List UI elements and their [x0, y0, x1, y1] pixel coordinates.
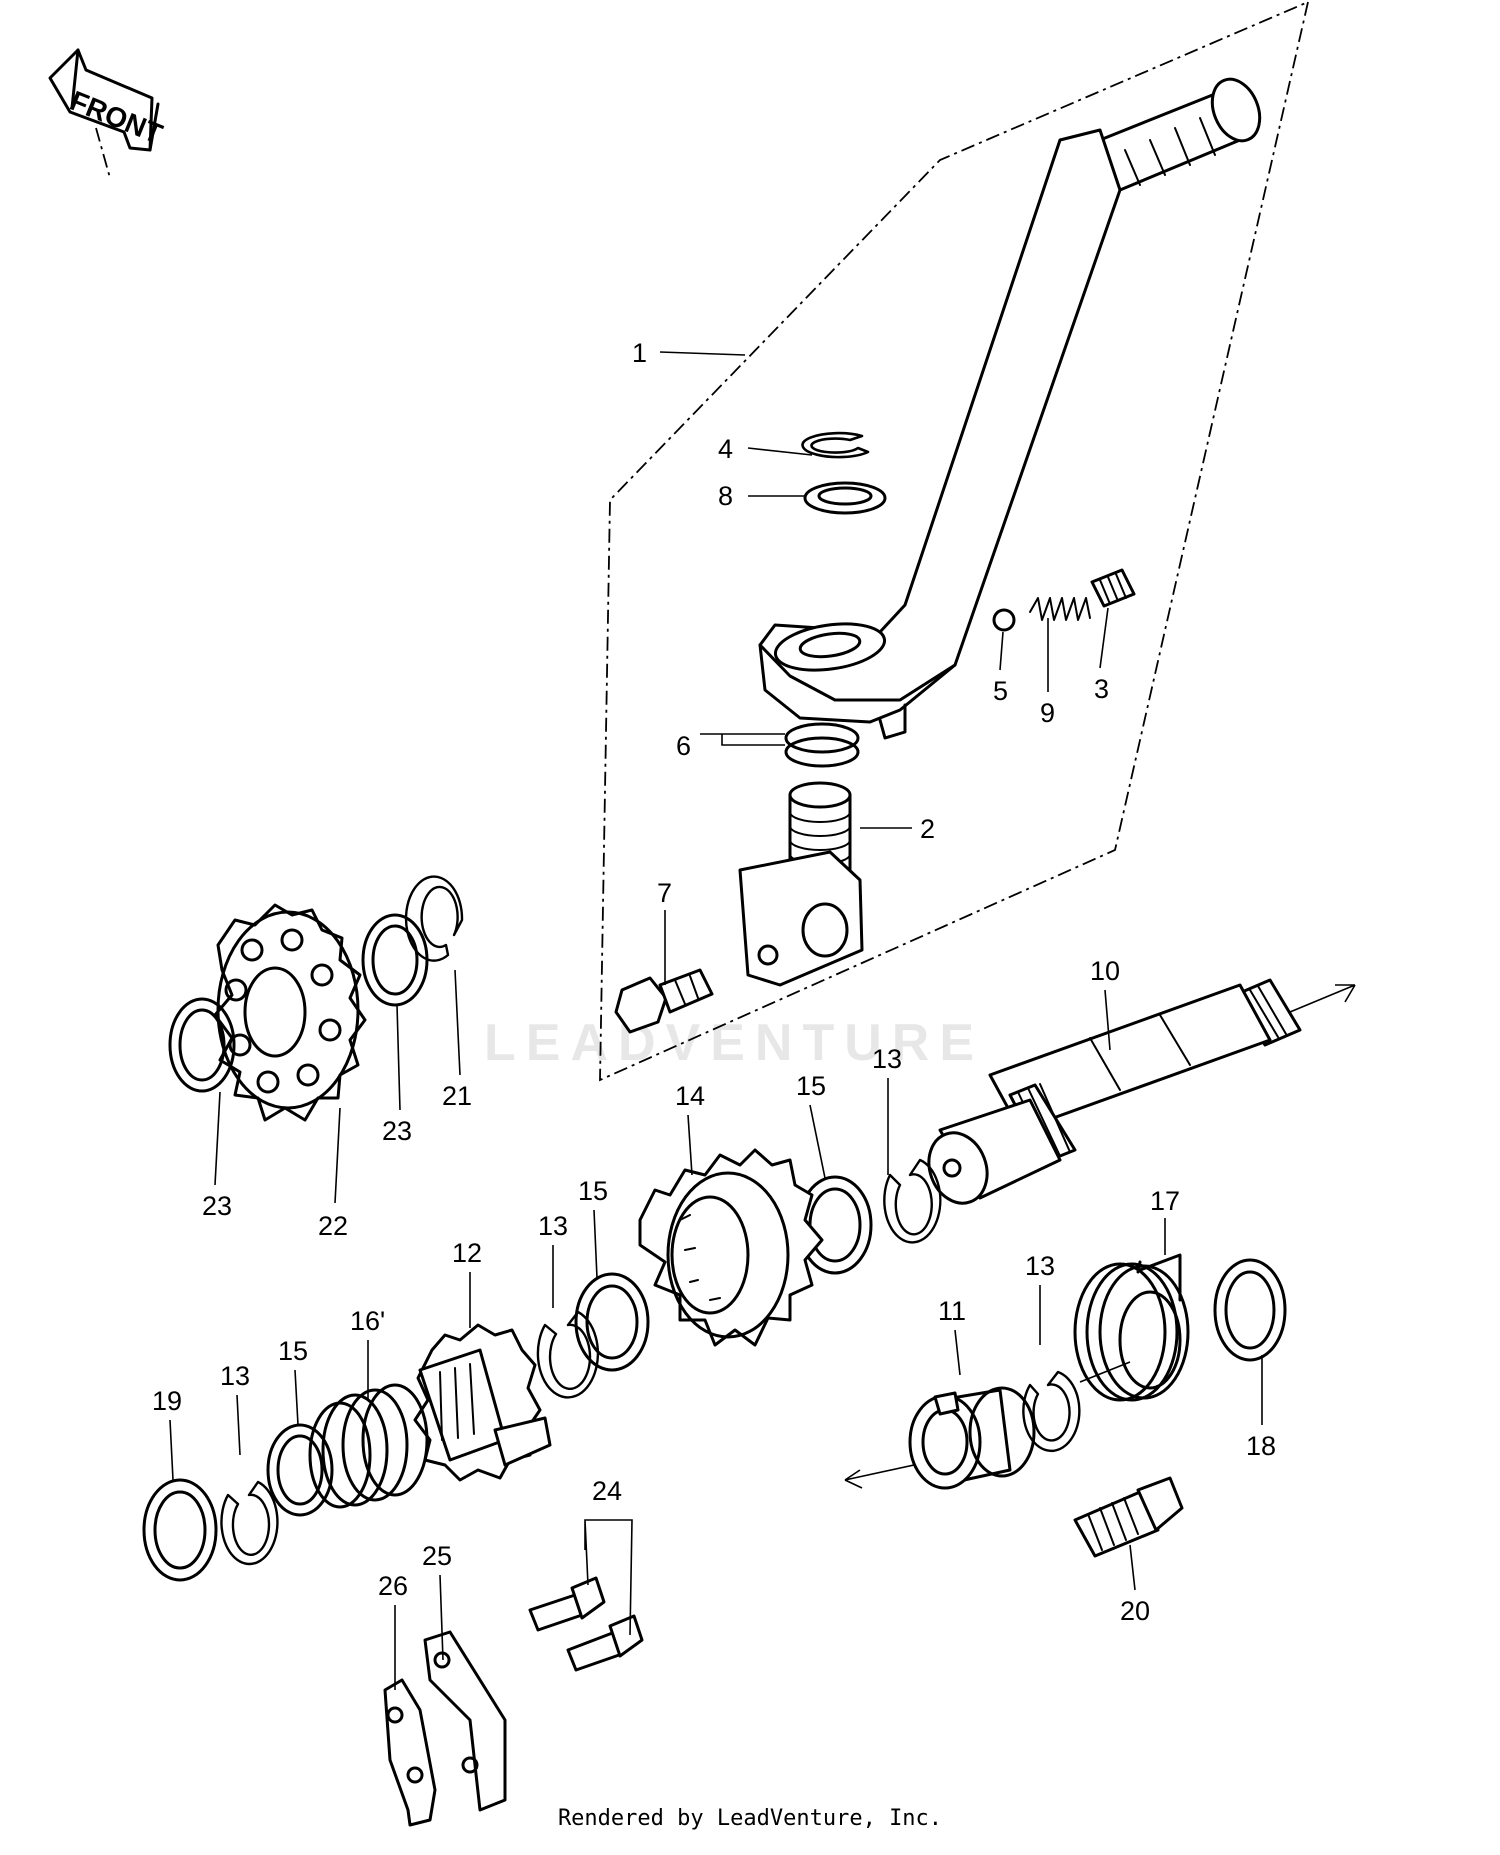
callout-4: 4	[718, 434, 733, 464]
callout-12: 12	[452, 1238, 482, 1268]
callout-22: 22	[318, 1211, 348, 1241]
circlip-part-13-lower	[220, 1480, 279, 1566]
pin-part-20	[1073, 1476, 1184, 1558]
callout-13-middle: 13	[538, 1211, 568, 1241]
callout-19: 19	[152, 1386, 182, 1416]
callout-11: 11	[938, 1296, 966, 1326]
steel-ball-part-5	[992, 608, 1016, 632]
washer-part-19	[142, 1478, 218, 1582]
callout-26: 26	[378, 1571, 408, 1601]
callout-10: 10	[1090, 956, 1120, 986]
spring-part-16	[308, 1383, 429, 1509]
washer-part-23-right	[361, 913, 429, 1007]
callout-5: 5	[993, 676, 1008, 706]
washer-part-15-middle	[574, 1272, 650, 1372]
callout-17: 17	[1150, 1186, 1180, 1216]
gear-part-22	[213, 903, 367, 1122]
callout-18: 18	[1246, 1431, 1276, 1461]
callout-20: 20	[1120, 1596, 1150, 1626]
watermark-text: LEADVENTURE	[484, 1014, 984, 1072]
callout-1: 1	[632, 338, 647, 368]
leader-lines	[169, 351, 1263, 1690]
circlip-part-21	[404, 875, 464, 962]
washer-part-15-lower	[266, 1423, 334, 1517]
callout-24: 24	[592, 1476, 622, 1506]
kick-shaft-part-10	[927, 978, 1356, 1205]
callout-25: 25	[422, 1541, 452, 1571]
callout-7: 7	[657, 878, 672, 908]
callout-3: 3	[1094, 674, 1109, 704]
circlip-part-13-middle	[536, 1310, 600, 1399]
callout-numbers: 1 4 8 6 2 7 5 9 3 10 13 15 14 15 13 12 1…	[152, 338, 1276, 1626]
callout-23-left: 23	[202, 1191, 232, 1221]
front-arrow-badge: FRONT	[48, 48, 167, 179]
circlip-part-13-upper	[883, 1158, 942, 1244]
torsion-spring-part-17	[1073, 1253, 1190, 1402]
collar-part-11	[844, 1386, 1036, 1490]
gear-part-14	[638, 1148, 824, 1347]
plug-part-3	[1090, 568, 1136, 608]
washer-part-8	[803, 481, 887, 515]
washer-part-18	[1213, 1258, 1287, 1362]
kick-pedal-lever	[758, 77, 1262, 740]
callout-2: 2	[920, 814, 935, 844]
bolt-part-7	[614, 968, 714, 1034]
callout-13-right: 13	[1025, 1251, 1055, 1281]
callout-8: 8	[718, 481, 733, 511]
callout-14: 14	[675, 1081, 705, 1111]
kick-shaft-boss-part-2	[738, 781, 864, 987]
callout-15-upper: 15	[796, 1071, 826, 1101]
footer-credit: Rendered by LeadVenture, Inc.	[557, 1806, 943, 1831]
washer-part-23-left	[168, 997, 236, 1093]
callout-13-lower: 13	[220, 1361, 250, 1391]
plate-part-25	[423, 1630, 507, 1812]
ring-part-6	[784, 722, 860, 768]
ratchet-gear-part-12	[413, 1323, 552, 1482]
callout-15-middle: 15	[578, 1176, 608, 1206]
callout-15-lower: 15	[278, 1336, 308, 1366]
callout-16: 16'	[350, 1306, 385, 1336]
callout-6: 6	[676, 731, 691, 761]
callout-21: 21	[442, 1081, 472, 1111]
callout-9: 9	[1040, 698, 1055, 728]
callout-23-right: 23	[382, 1116, 412, 1146]
circlip-part-4	[801, 431, 870, 459]
spring-part-9	[1029, 597, 1091, 621]
circlip-part-13-right	[1022, 1370, 1081, 1452]
plate-part-26	[383, 1678, 437, 1827]
bolts-part-24	[528, 1576, 644, 1672]
callout-13-upper: 13	[872, 1044, 902, 1074]
